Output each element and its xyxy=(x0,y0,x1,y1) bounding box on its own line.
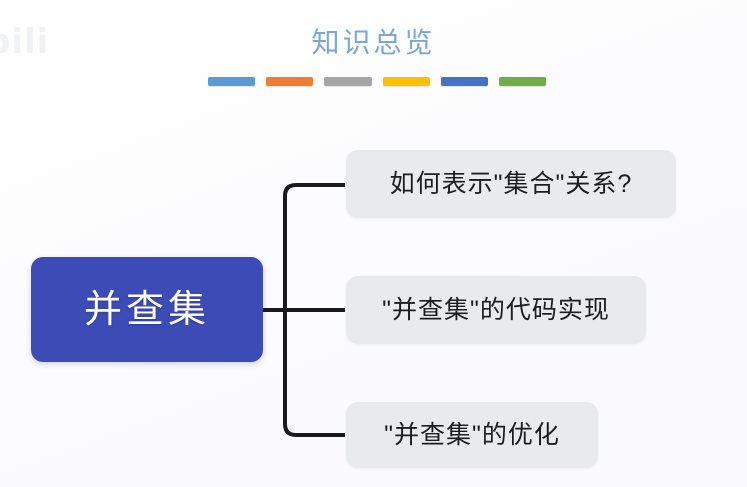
mindmap-root-node[interactable]: 并查集 xyxy=(31,257,263,362)
mindmap-root-label: 并查集 xyxy=(83,288,210,331)
connector-branch-1 xyxy=(283,183,345,310)
mindmap-child-label-2: "并查集"的代码实现 xyxy=(382,296,610,324)
mindmap-child-label-3: "并查集"的优化 xyxy=(384,421,560,449)
color-bar-strip xyxy=(208,77,547,86)
bar-light-blue xyxy=(208,77,256,86)
mindmap-child-node-3[interactable]: "并查集"的优化 xyxy=(346,402,598,468)
mindmap-child-node-1[interactable]: 如何表示"集合"关系? xyxy=(346,150,676,218)
mindmap-child-label-1: 如何表示"集合"关系? xyxy=(389,170,633,198)
mindmap-child-node-2[interactable]: "并查集"的代码实现 xyxy=(346,276,646,344)
connector-branch-3 xyxy=(283,310,345,437)
bilibili-logo-watermark: bili xyxy=(0,22,50,62)
bar-green xyxy=(498,77,547,86)
slide-header: 知识总览 xyxy=(0,0,747,110)
bar-blue xyxy=(440,77,488,86)
bar-gray xyxy=(324,77,372,86)
bar-yellow xyxy=(382,77,430,86)
bar-orange xyxy=(266,77,314,86)
page-title: 知识总览 xyxy=(311,28,436,59)
